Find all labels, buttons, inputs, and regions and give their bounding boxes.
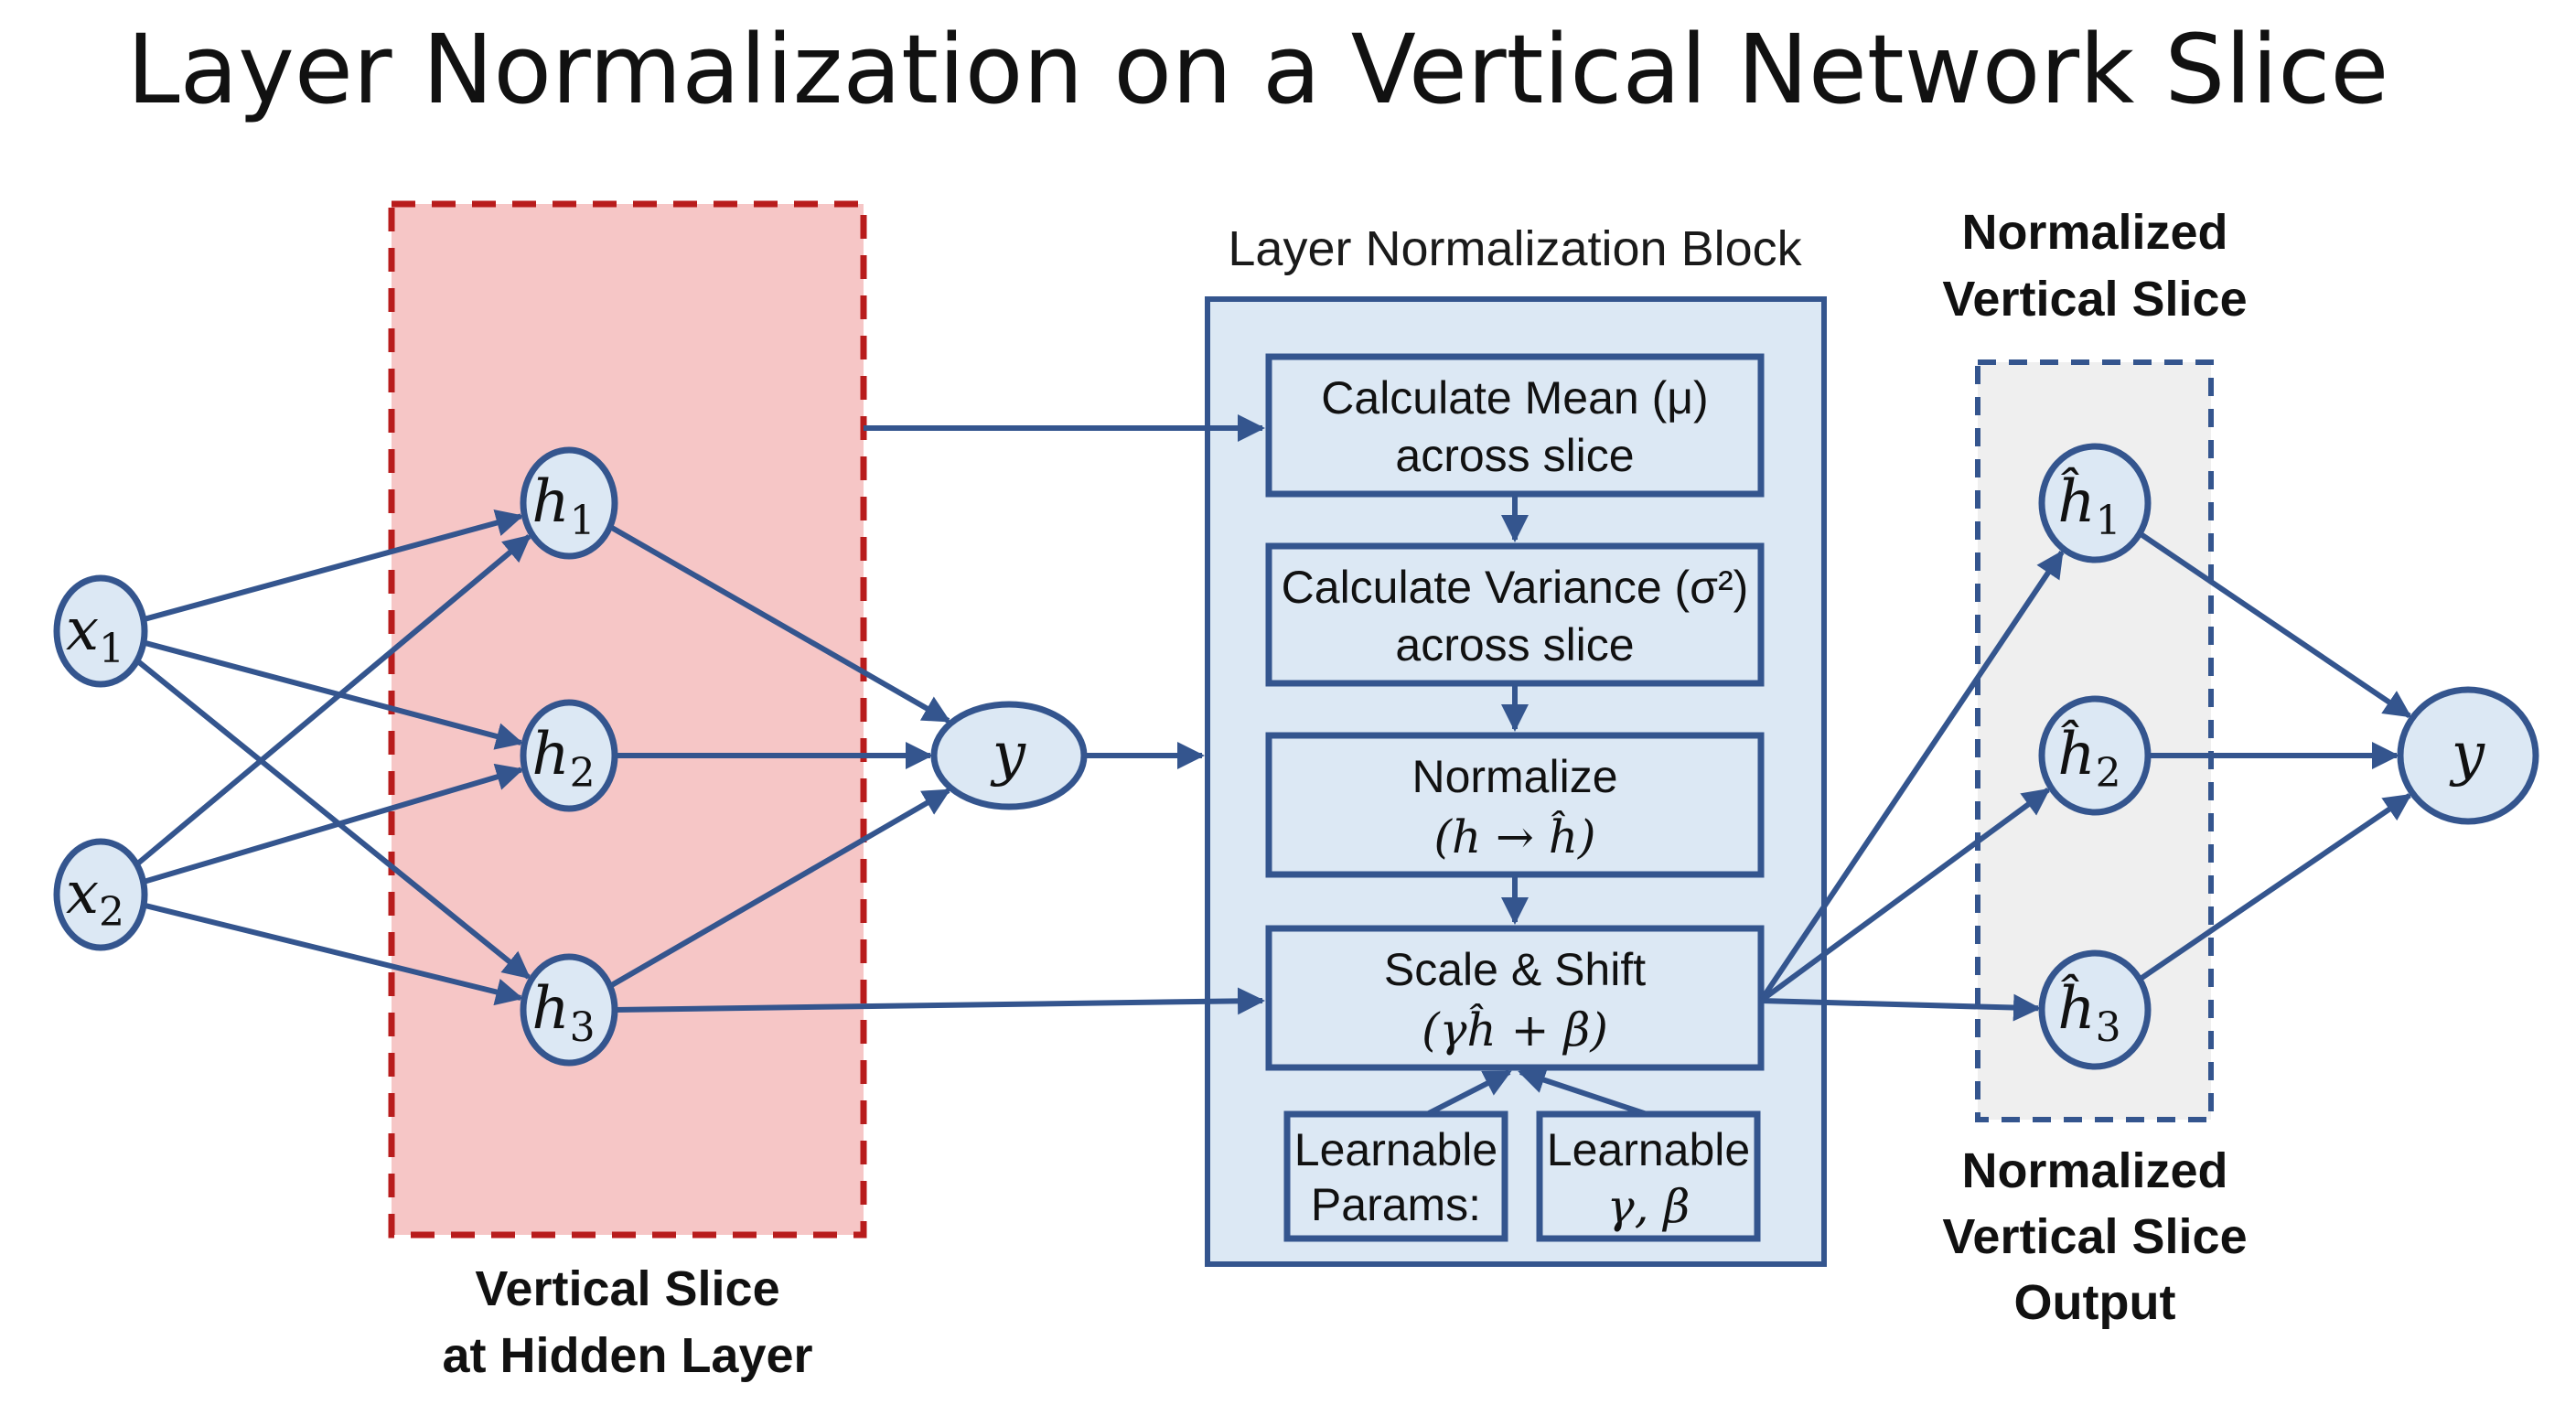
- step-variance: Calculate Variance (σ²) across slice: [1265, 542, 1765, 687]
- page-title: Layer Normalization on a Vertical Networ…: [127, 14, 2389, 125]
- input-node-2-circle: [53, 838, 148, 951]
- edge-x2-h2: [142, 763, 524, 885]
- output-node-right: y: [2397, 686, 2539, 825]
- edges: [134, 414, 2412, 1117]
- edge-n3-y: [2138, 793, 2412, 982]
- step-scale-shift-line1: Scale & Shift: [1384, 944, 1646, 995]
- step-mean: Calculate Mean (μ) across slice: [1265, 353, 1765, 498]
- hidden-node-3: h3: [520, 953, 618, 1067]
- output-node-right-label: y: [2449, 721, 2485, 788]
- step-normalize-line2: (h → ĥ): [1433, 810, 1595, 863]
- param-left-line1: Learnable: [1294, 1124, 1497, 1175]
- param-right-line2: γ, β: [1607, 1180, 1690, 1233]
- output-node-left: y: [930, 701, 1088, 810]
- slice-caption-line2: at Hidden Layer: [442, 1328, 812, 1383]
- normalized-node-1-circle: [2038, 443, 2152, 563]
- step-variance-line2: across slice: [1395, 619, 1634, 670]
- normalized-node-3-circle: [2038, 949, 2152, 1070]
- hidden-slice-region: [388, 200, 867, 1239]
- normalized-caption-line3: Output: [2014, 1275, 2176, 1330]
- normalized-header-line1: Normalized: [1961, 205, 2227, 260]
- output-node-left-label: y: [990, 721, 1026, 788]
- param-left-line2: Params:: [1311, 1179, 1481, 1230]
- hidden-node-2-circle: [520, 699, 618, 812]
- edge-scale-shift-to-n3: [1760, 993, 2042, 1022]
- edge-x1-h1: [143, 509, 524, 623]
- slice-caption-line1: Vertical Slice: [475, 1261, 779, 1316]
- input-node-1-circle: [53, 574, 148, 688]
- normalized-header-line2: Vertical Slice: [1942, 272, 2247, 327]
- edge-h1-y: [608, 524, 951, 724]
- input-node-2-label: x2: [66, 860, 124, 936]
- nodes: x1 x2 h1 h2 h3 y ĥ1 ĥ2 ĥ3 y: [53, 443, 2539, 1070]
- normalized-node-1: ĥ1: [2038, 443, 2152, 563]
- edge-scale-shift-to-n2: [1759, 788, 2051, 1003]
- param-right-line1: Learnable: [1547, 1124, 1750, 1175]
- normalized-node-3: ĥ3: [2038, 949, 2152, 1070]
- edge-param-left-to-scale-shift: [1425, 1069, 1512, 1117]
- output-node-right-circle: [2397, 686, 2539, 825]
- edge-h3-to-scale-shift: [614, 987, 1265, 1015]
- edge-n1-y: [2138, 531, 2412, 719]
- normalized-caption-line2: Vertical Slice: [1942, 1209, 2247, 1264]
- edge-x2-h3: [143, 902, 524, 1006]
- step-mean-line2: across slice: [1395, 430, 1634, 481]
- edge-x2-h1: [134, 534, 531, 867]
- input-node-2: x2: [53, 838, 148, 951]
- step-variance-line1: Calculate Variance (σ²): [1282, 562, 1749, 613]
- normalized-node-2-circle: [2038, 695, 2152, 816]
- hidden-node-1-circle: [520, 446, 618, 560]
- hidden-node-3-circle: [520, 953, 618, 1067]
- param-box-left: Learnable Params:: [1283, 1110, 1508, 1242]
- param-box-right: Learnable γ, β: [1536, 1110, 1761, 1242]
- step-scale-shift: Scale & Shift (γĥ + β): [1265, 925, 1765, 1071]
- block-title: Layer Normalization Block: [1228, 221, 1802, 276]
- step-normalize-line1: Normalize: [1411, 751, 1617, 802]
- step-normalize: Normalize (h → ĥ): [1265, 732, 1765, 878]
- edge-h3-y: [608, 788, 951, 989]
- edge-x1-h2: [143, 639, 524, 750]
- normalized-node-2: ĥ2: [2038, 695, 2152, 816]
- normalized-caption-line1: Normalized: [1961, 1143, 2227, 1198]
- edge-scale-shift-to-n1: [1758, 550, 2065, 1003]
- hidden-node-1: h1: [520, 446, 618, 560]
- hidden-node-2: h2: [520, 699, 618, 812]
- edge-param-right-to-scale-shift: [1518, 1067, 1648, 1117]
- edge-x1-h3: [135, 658, 531, 980]
- input-node-1: x1: [53, 574, 148, 688]
- step-mean-line1: Calculate Mean (μ): [1321, 372, 1708, 424]
- output-node-left-circle: [930, 701, 1088, 810]
- step-scale-shift-line2: (γĥ + β): [1422, 1003, 1608, 1056]
